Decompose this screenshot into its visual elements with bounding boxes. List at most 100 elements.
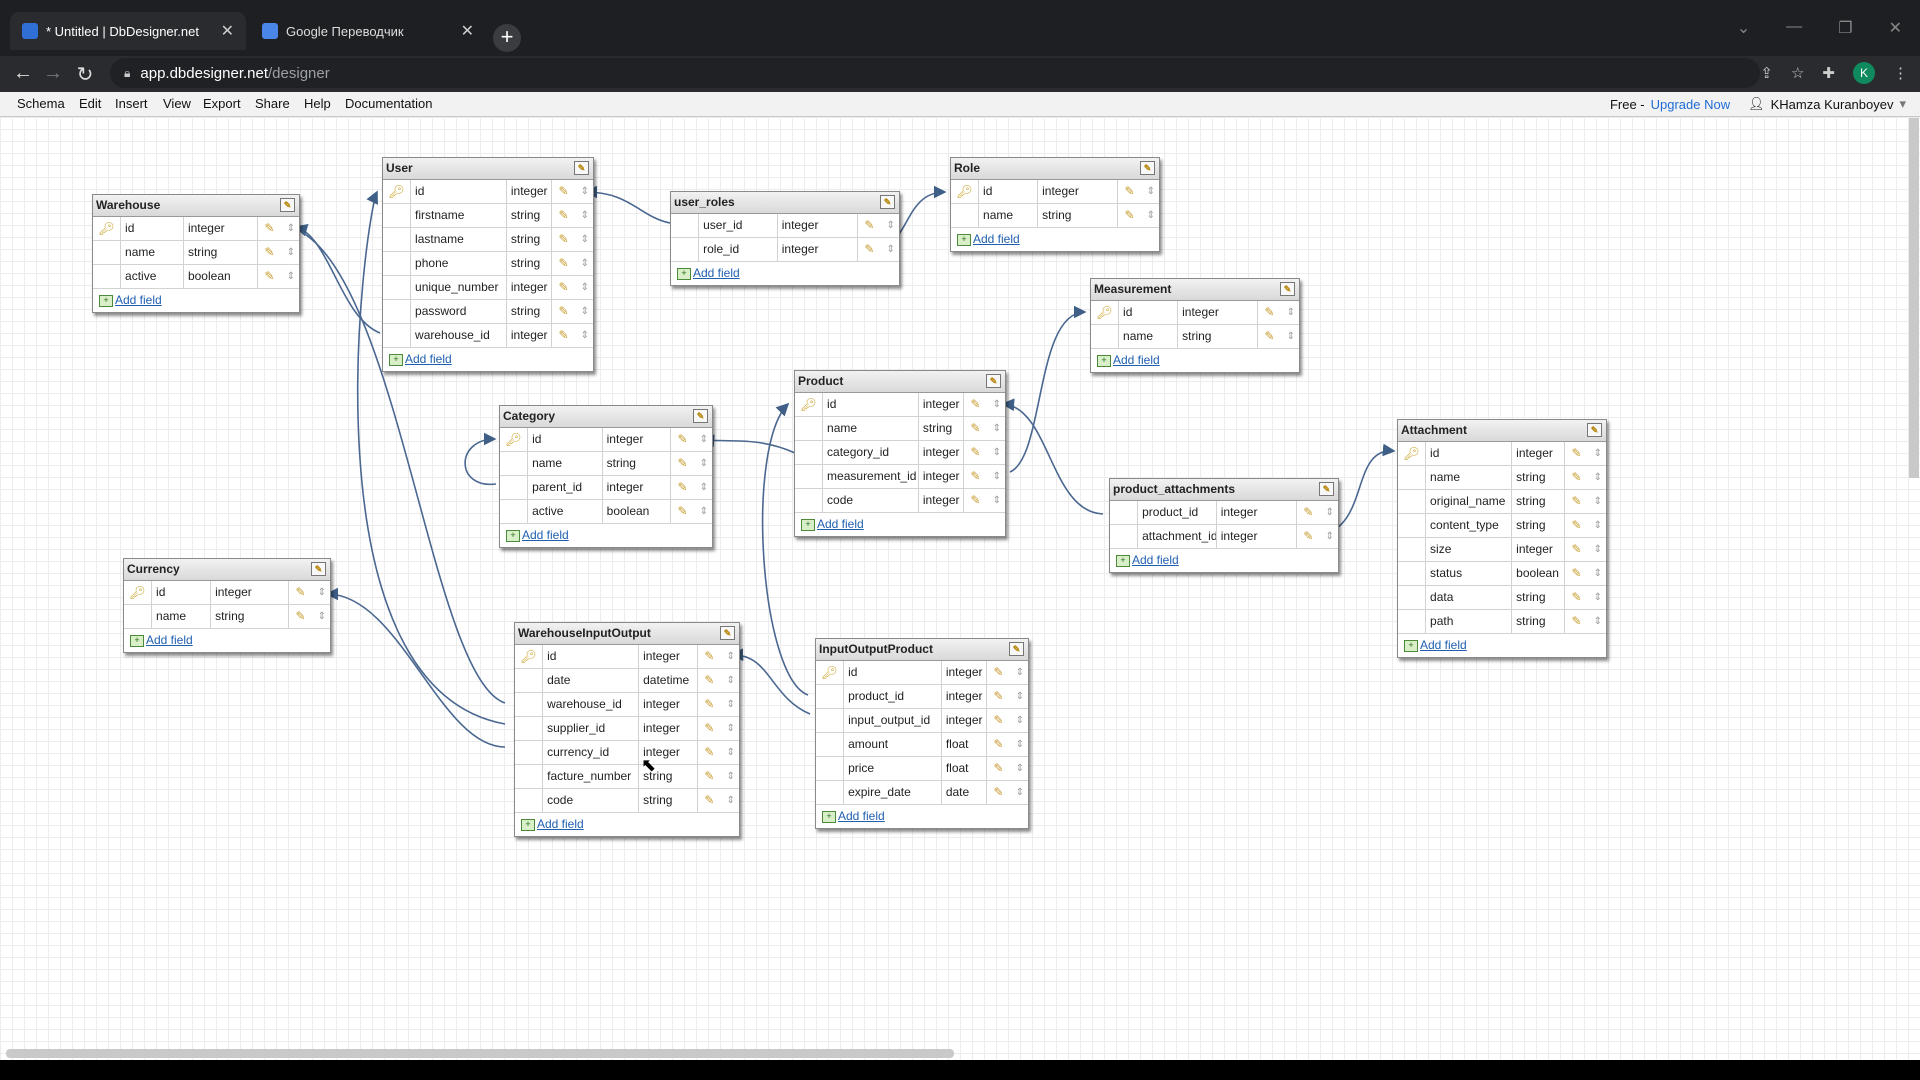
reorder-field-icon[interactable]: ⇕: [580, 330, 590, 341]
table-title[interactable]: Role✎: [951, 158, 1159, 180]
edit-field-pencil-icon[interactable]: ✎: [993, 737, 1004, 751]
edit-field-pencil-icon[interactable]: ✎: [1571, 518, 1582, 532]
add-field-link[interactable]: +Add field: [1091, 349, 1299, 372]
reorder-field-icon[interactable]: ⇕: [1325, 507, 1335, 518]
menu-view[interactable]: View: [163, 96, 191, 111]
reorder-field-icon[interactable]: ⇕: [1593, 496, 1603, 507]
edit-field-pencil-icon[interactable]: ✎: [704, 769, 715, 783]
edit-field-pencil-icon[interactable]: ✎: [677, 480, 688, 494]
menu-edit[interactable]: Edit: [79, 96, 102, 111]
edit-table-icon[interactable]: ✎: [1280, 282, 1295, 296]
table-title[interactable]: WarehouseInputOutput✎: [515, 623, 739, 645]
reorder-field-icon[interactable]: ⇕: [1593, 568, 1603, 579]
reorder-field-icon[interactable]: ⇕: [1325, 531, 1335, 542]
reorder-field-icon[interactable]: ⇕: [1015, 691, 1025, 702]
add-field-link[interactable]: +Add field: [1398, 634, 1606, 657]
edit-field-pencil-icon[interactable]: ✎: [558, 256, 569, 270]
reorder-field-icon[interactable]: ⇕: [699, 458, 709, 469]
edit-table-icon[interactable]: ✎: [1587, 423, 1602, 437]
table-title[interactable]: product_attachments✎: [1110, 479, 1338, 501]
edit-field-pencil-icon[interactable]: ✎: [993, 785, 1004, 799]
edit-field-pencil-icon[interactable]: ✎: [677, 432, 688, 446]
close-window-icon[interactable]: ✕: [1888, 20, 1902, 37]
add-field-link[interactable]: +Add field: [1110, 549, 1338, 572]
reorder-field-icon[interactable]: ⇕: [580, 306, 590, 317]
share-icon[interactable]: ⇪: [1760, 65, 1773, 82]
edit-table-icon[interactable]: ✎: [880, 195, 895, 209]
table-title[interactable]: Product✎: [795, 371, 1005, 393]
reorder-field-icon[interactable]: ⇕: [580, 234, 590, 245]
menu-export[interactable]: Export: [203, 96, 241, 111]
edit-field-pencil-icon[interactable]: ✎: [1571, 590, 1582, 604]
edit-table-icon[interactable]: ✎: [1140, 161, 1155, 175]
add-field-link[interactable]: +Add field: [124, 629, 330, 652]
menu-insert[interactable]: Insert: [115, 96, 148, 111]
back-icon[interactable]: ←: [13, 62, 33, 84]
table-title[interactable]: user_roles✎: [671, 192, 899, 214]
minimize-icon[interactable]: —: [1786, 18, 1803, 35]
add-field-label[interactable]: Add field: [693, 266, 740, 280]
reorder-field-icon[interactable]: ⇕: [317, 611, 327, 622]
edit-field-pencil-icon[interactable]: ✎: [558, 304, 569, 318]
reorder-field-icon[interactable]: ⇕: [286, 271, 296, 282]
reorder-field-icon[interactable]: ⇕: [1015, 787, 1025, 798]
reload-icon[interactable]: ↻: [76, 64, 94, 86]
table-title[interactable]: InputOutputProduct✎: [816, 639, 1028, 661]
edit-table-icon[interactable]: ✎: [1009, 642, 1024, 656]
reorder-field-icon[interactable]: ⇕: [726, 675, 736, 686]
edit-field-pencil-icon[interactable]: ✎: [704, 745, 715, 759]
reorder-field-icon[interactable]: ⇕: [580, 210, 590, 221]
add-field-link[interactable]: +Add field: [515, 813, 739, 836]
reorder-field-icon[interactable]: ⇕: [992, 495, 1002, 506]
add-field-link[interactable]: +Add field: [795, 513, 1005, 536]
edit-field-pencil-icon[interactable]: ✎: [1571, 494, 1582, 508]
forward-icon[interactable]: →: [43, 62, 63, 84]
reorder-field-icon[interactable]: ⇕: [1015, 763, 1025, 774]
add-field-link[interactable]: +Add field: [500, 524, 712, 547]
tab-search-icon[interactable]: ⌄: [1736, 20, 1751, 37]
reorder-field-icon[interactable]: ⇕: [1593, 592, 1603, 603]
profile-avatar[interactable]: K: [1853, 62, 1875, 84]
reorder-field-icon[interactable]: ⇕: [726, 747, 736, 758]
edit-field-pencil-icon[interactable]: ✎: [677, 456, 688, 470]
reorder-field-icon[interactable]: ⇕: [1593, 544, 1603, 555]
edit-field-pencil-icon[interactable]: ✎: [704, 649, 715, 663]
edit-field-pencil-icon[interactable]: ✎: [993, 689, 1004, 703]
reorder-field-icon[interactable]: ⇕: [699, 434, 709, 445]
add-field-label[interactable]: Add field: [1420, 638, 1467, 652]
edit-table-icon[interactable]: ✎: [574, 161, 589, 175]
edit-field-pencil-icon[interactable]: ✎: [558, 232, 569, 246]
edit-field-pencil-icon[interactable]: ✎: [558, 328, 569, 342]
reorder-field-icon[interactable]: ⇕: [886, 244, 896, 255]
add-field-label[interactable]: Add field: [1113, 353, 1160, 367]
edit-field-pencil-icon[interactable]: ✎: [295, 609, 306, 623]
reorder-field-icon[interactable]: ⇕: [699, 482, 709, 493]
table-title[interactable]: Measurement✎: [1091, 279, 1299, 301]
edit-table-icon[interactable]: ✎: [986, 374, 1001, 388]
reorder-field-icon[interactable]: ⇕: [1593, 616, 1603, 627]
reorder-field-icon[interactable]: ⇕: [580, 186, 590, 197]
